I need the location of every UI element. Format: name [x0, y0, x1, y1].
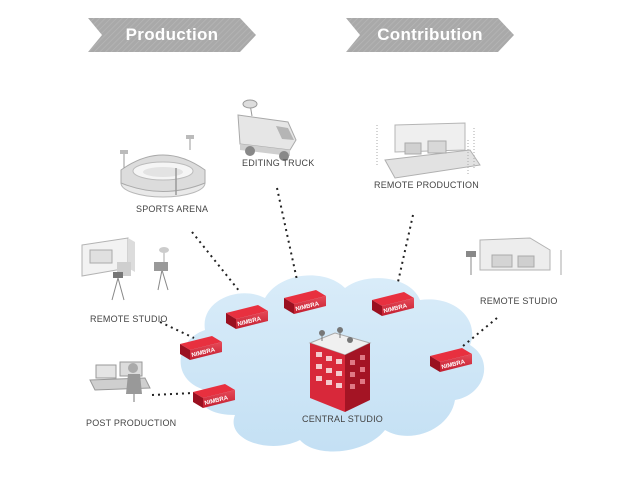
contribution-banner: Contribution [346, 18, 514, 52]
label-remote-studio-left: REMOTE STUDIO [90, 314, 168, 324]
nimbra-node-remote-studio-left: NIMBRA [180, 336, 222, 360]
link-editing-truck [276, 187, 298, 281]
nimbra-node-remote-production: NIMBRA [372, 292, 414, 316]
post-production-illustration [89, 361, 151, 402]
sports-arena-illustration [120, 135, 206, 198]
central-studio-building [308, 327, 372, 412]
editing-truck-illustration [237, 99, 297, 161]
production-label: Production [125, 25, 219, 44]
nimbra-label: NIMBRA [237, 316, 262, 328]
link-remote-studio-left [159, 321, 195, 339]
nimbra-node-sports: NIMBRA [226, 305, 268, 329]
nimbra-node-truck: NIMBRA [284, 290, 326, 314]
nimbra-label: NIMBRA [383, 303, 408, 315]
remote-studio-right-illustration [466, 237, 562, 275]
remote-studio-left-illustration [81, 237, 169, 301]
nimbra-label: NIMBRA [295, 301, 320, 313]
production-banner: Production [88, 18, 256, 52]
banner-arrow-shape [346, 18, 514, 52]
nimbra-label: NIMBRA [191, 347, 216, 359]
nimbra-node-post-production: NIMBRA [193, 384, 235, 408]
link-sports-arena [191, 231, 241, 293]
dotted-links [151, 187, 498, 396]
label-editing-truck: EDITING TRUCK [242, 158, 315, 168]
link-post-production [151, 392, 194, 396]
link-remote-studio-right [462, 317, 498, 347]
banner-arrow-shape [88, 18, 256, 52]
nimbra-label: NIMBRA [204, 395, 229, 407]
link-remote-production [397, 214, 414, 283]
label-post-production: POST PRODUCTION [86, 418, 177, 428]
label-sports-arena: SPORTS ARENA [136, 204, 209, 214]
label-remote-production: REMOTE PRODUCTION [374, 180, 479, 190]
label-remote-studio-right: REMOTE STUDIO [480, 296, 558, 306]
remote-production-illustration [376, 122, 481, 179]
label-central-studio: CENTRAL STUDIO [302, 414, 383, 424]
nimbra-label: NIMBRA [441, 359, 466, 371]
nimbra-node-remote-studio-right: NIMBRA [430, 348, 472, 372]
contribution-label: Contribution [377, 25, 483, 44]
